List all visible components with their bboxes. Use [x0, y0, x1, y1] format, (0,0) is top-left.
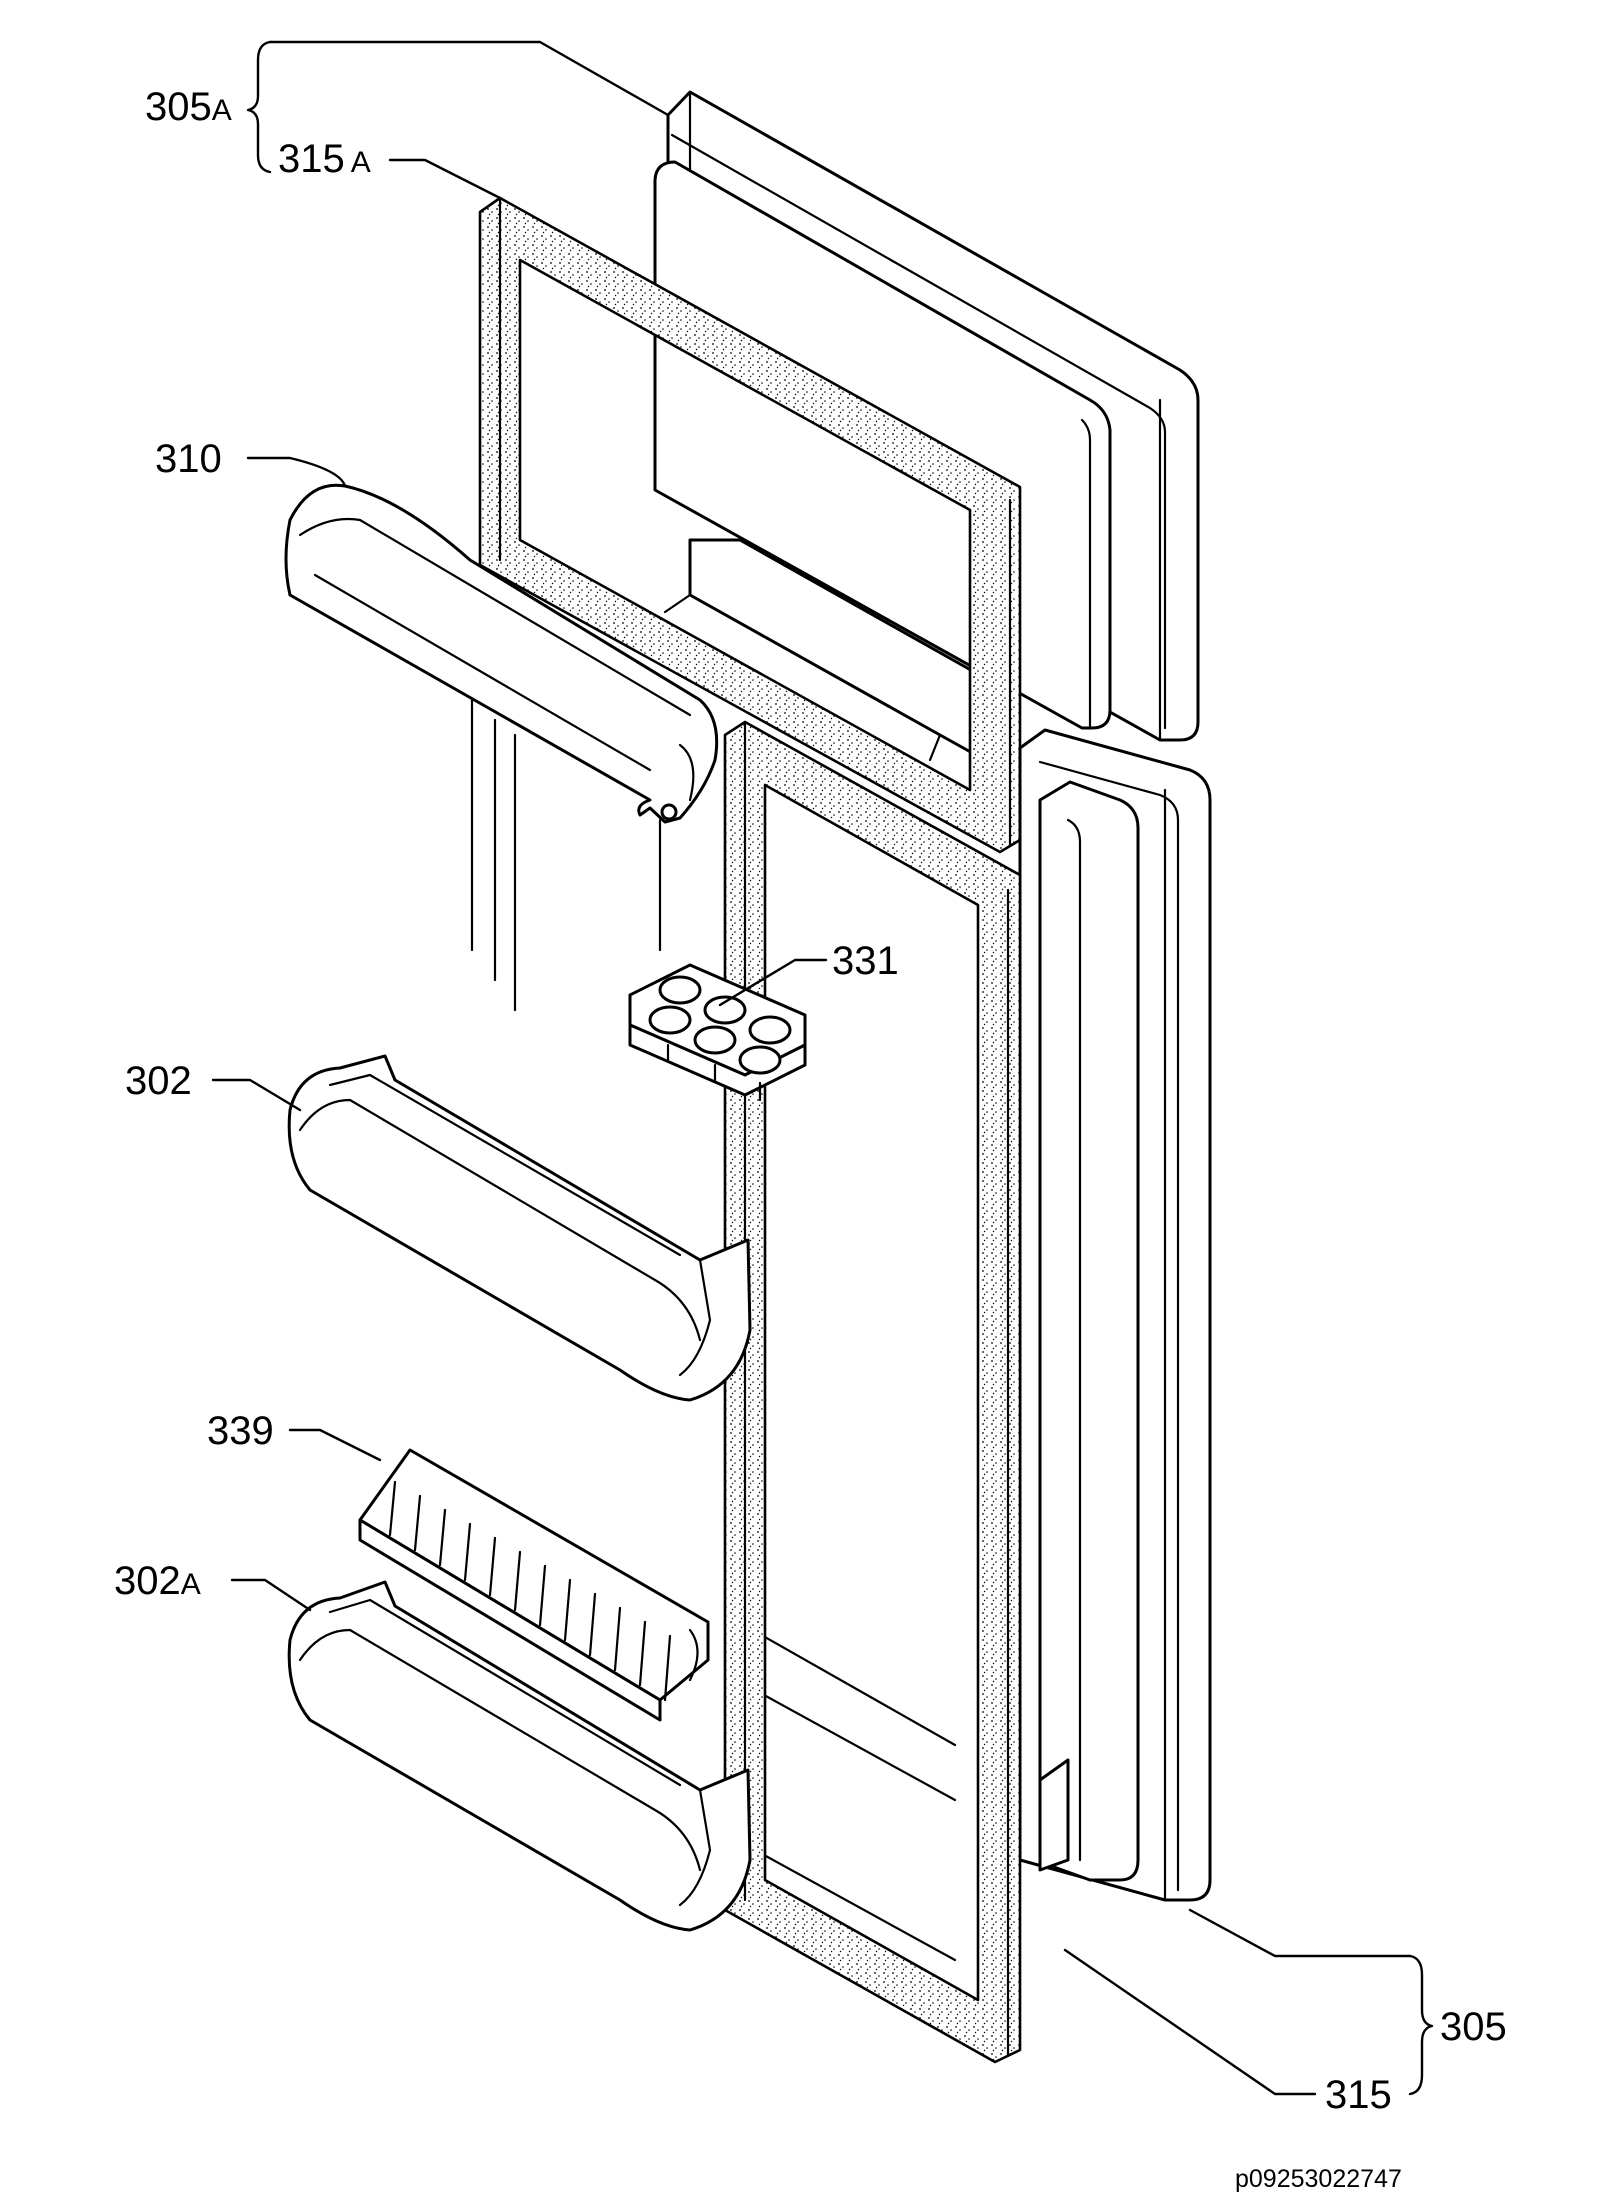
label-302: 302: [125, 1059, 192, 1103]
label-339: 339: [207, 1409, 274, 1453]
door-bin-upper: [287, 1054, 752, 1402]
label-305a: 305A: [145, 85, 232, 129]
label-305: 305: [1440, 2005, 1507, 2049]
door-bin-lower: [287, 1580, 752, 1932]
callout-leaders: [211, 40, 1434, 2096]
label-310: 310: [155, 437, 222, 481]
image-code: p09253022747: [1235, 2165, 1402, 2193]
label-302a: 302A: [114, 1559, 201, 1603]
fridge-door-gasket: [723, 720, 1022, 2064]
label-331: 331: [832, 939, 899, 983]
bracket-305: [1408, 1954, 1434, 2096]
bracket-305A: [246, 40, 272, 174]
freezer-door-shelf-cover: [284, 483, 719, 824]
egg-tray: [628, 963, 807, 1102]
fridge-door-inner-panel: [1038, 780, 1140, 1882]
bottle-rack: [358, 1448, 710, 1722]
label-315: 315: [1325, 2073, 1392, 2117]
